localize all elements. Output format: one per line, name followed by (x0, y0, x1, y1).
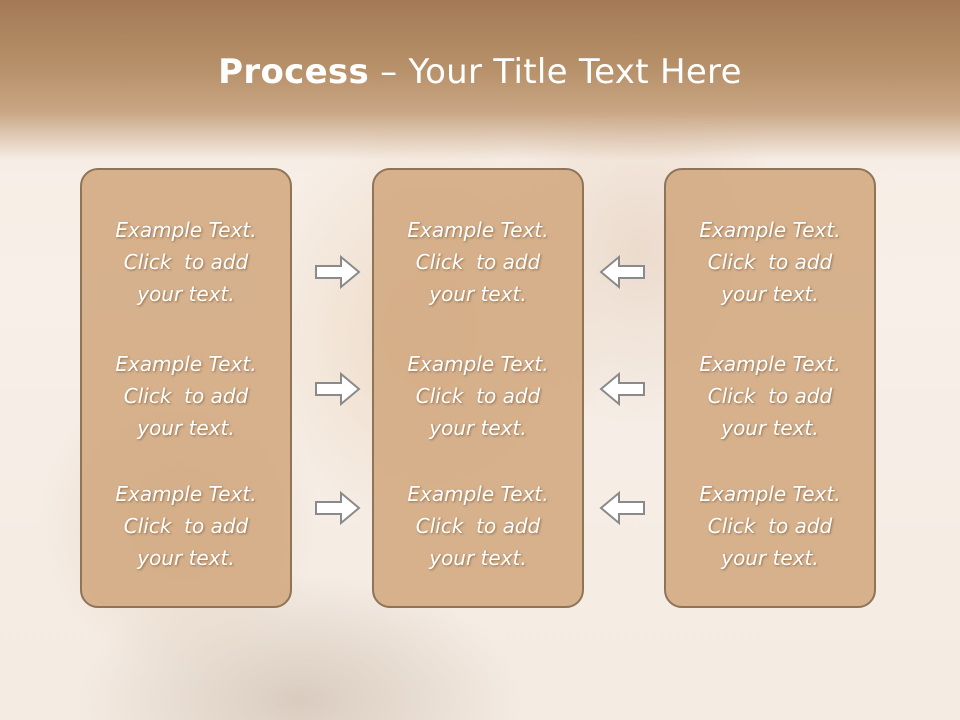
arrow-right-icon[interactable] (314, 371, 362, 407)
text-line: your text. (137, 282, 235, 306)
text-line: your text. (137, 546, 235, 570)
text-line: your text. (721, 282, 819, 306)
slide-title[interactable]: Process – Your Title Text Here (0, 52, 960, 92)
arrow-right-icon[interactable] (314, 490, 362, 526)
text-line: your text. (429, 546, 527, 570)
text-line: Example Text. (699, 352, 841, 376)
text-line: Example Text. (699, 218, 841, 242)
text-placeholder[interactable]: Example Text. Click to add your text. (374, 478, 582, 574)
text-line: Click to add (707, 514, 833, 538)
text-line: Click to add (415, 514, 541, 538)
text-line: Example Text. (407, 482, 549, 506)
arrow-right-icon[interactable] (314, 254, 362, 290)
text-line: Click to add (123, 514, 249, 538)
text-placeholder[interactable]: Example Text. Click to add your text. (82, 348, 290, 444)
text-placeholder[interactable]: Example Text. Click to add your text. (374, 348, 582, 444)
title-strong: Process (218, 52, 370, 92)
text-line: Click to add (123, 250, 249, 274)
text-line: your text. (721, 546, 819, 570)
text-line: Example Text. (407, 352, 549, 376)
text-line: Click to add (707, 384, 833, 408)
text-line: Example Text. (699, 482, 841, 506)
text-placeholder[interactable]: Example Text. Click to add your text. (82, 214, 290, 310)
process-panel-center[interactable]: Example Text. Click to add your text. Ex… (372, 168, 584, 608)
text-line: Click to add (415, 250, 541, 274)
text-line: your text. (137, 416, 235, 440)
text-placeholder[interactable]: Example Text. Click to add your text. (666, 348, 874, 444)
title-bar (0, 0, 960, 160)
text-line: Click to add (707, 250, 833, 274)
text-line: your text. (429, 416, 527, 440)
text-line: Example Text. (115, 352, 257, 376)
text-placeholder[interactable]: Example Text. Click to add your text. (666, 478, 874, 574)
text-line: Click to add (123, 384, 249, 408)
text-placeholder[interactable]: Example Text. Click to add your text. (82, 478, 290, 574)
arrow-left-icon[interactable] (598, 254, 646, 290)
process-panel-right[interactable]: Example Text. Click to add your text. Ex… (664, 168, 876, 608)
text-line: your text. (429, 282, 527, 306)
text-line: your text. (721, 416, 819, 440)
text-line: Example Text. (115, 218, 257, 242)
text-placeholder[interactable]: Example Text. Click to add your text. (666, 214, 874, 310)
arrow-left-icon[interactable] (598, 371, 646, 407)
process-panel-left[interactable]: Example Text. Click to add your text. Ex… (80, 168, 292, 608)
text-line: Example Text. (115, 482, 257, 506)
text-line: Example Text. (407, 218, 549, 242)
arrow-left-icon[interactable] (598, 490, 646, 526)
text-placeholder[interactable]: Example Text. Click to add your text. (374, 214, 582, 310)
title-rest: – Your Title Text Here (369, 52, 742, 92)
text-line: Click to add (415, 384, 541, 408)
